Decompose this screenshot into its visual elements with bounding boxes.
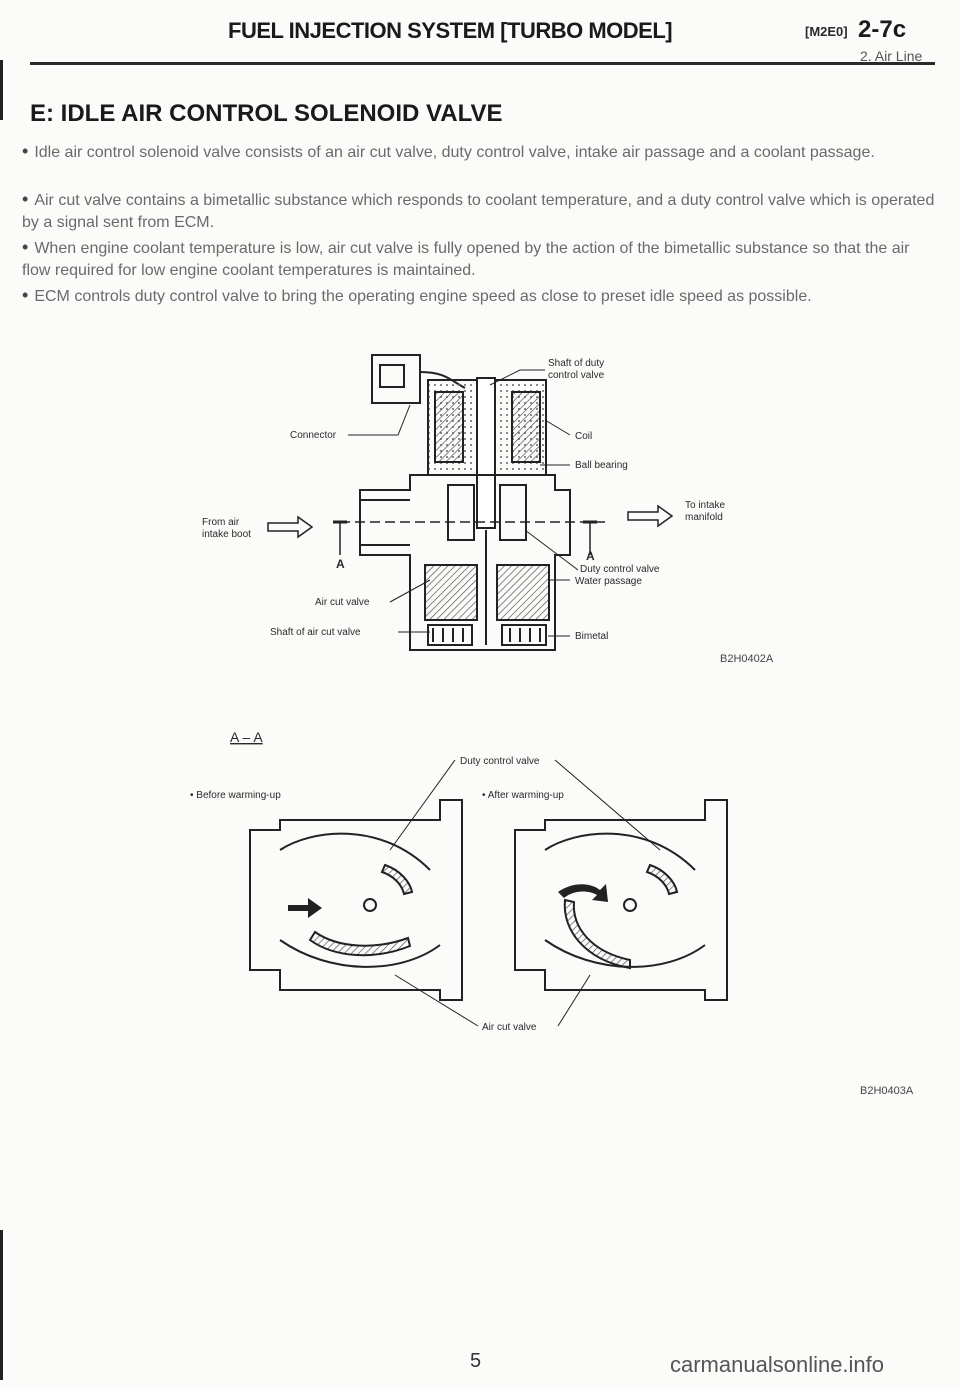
- bullet-text: Air cut valve contains a bimetallic subs…: [22, 192, 935, 231]
- leader-air-cut: [389, 579, 431, 603]
- water-passage-left: [424, 564, 478, 621]
- section-a-a-diagram: A – A • Before warming-up • After warmin…: [190, 729, 728, 1033]
- chamber-bottom: [279, 939, 441, 968]
- connector-pin: [379, 364, 405, 388]
- coil-winding-right: [511, 391, 541, 463]
- duty-valve-arc: [645, 863, 679, 896]
- label-bimetal: Bimetal: [575, 631, 608, 642]
- outflow-arrow-icon: [627, 504, 674, 528]
- leader-duty-right: [554, 759, 661, 851]
- before-warming-label: • Before warming-up: [190, 790, 281, 801]
- label-shaft-duty-1: Shaft of duty: [548, 358, 604, 369]
- bullet-text: Idle air control solenoid valve consists…: [34, 144, 875, 161]
- flow-arrow-icon: [288, 898, 322, 918]
- label-to-intake-1: To intake: [685, 500, 725, 511]
- leader-coil: [544, 419, 571, 436]
- page-reference: 2-7c: [858, 16, 907, 43]
- scan-edge-mark: [0, 1230, 3, 1380]
- connector-housing: [371, 354, 421, 404]
- after-warming-label: • After warming-up: [482, 790, 564, 801]
- bullet-icon: •: [22, 285, 29, 305]
- leader-aircut-right: [557, 974, 591, 1027]
- leader-aircut-left: [394, 974, 479, 1027]
- label-from-air-1: From air: [202, 517, 240, 528]
- scan-edge-mark: [0, 60, 3, 120]
- bullet-paragraph: • ECM controls duty control valve to brin…: [22, 284, 942, 308]
- label-air-cut-valve: Air cut valve: [315, 597, 370, 608]
- duty-control-label: Duty control valve: [460, 756, 540, 767]
- inner-chamber-left: [447, 484, 475, 541]
- duty-valve-arc: [380, 863, 414, 896]
- pivot-circle: [363, 898, 377, 912]
- coil-winding-left: [434, 391, 464, 463]
- bullet-icon: •: [22, 237, 29, 257]
- air-cut-valve-arc: [563, 898, 631, 970]
- bullet-paragraph: •When engine coolant temperature is low,…: [22, 236, 942, 282]
- valve-body-drawing: [359, 354, 571, 651]
- watermark: carmanualsonline.info: [670, 1352, 885, 1377]
- page-header-title: FUEL INJECTION SYSTEM [TURBO MODEL]: [228, 18, 673, 43]
- label-shaft-duty-2: control valve: [548, 370, 605, 381]
- header-rule: [30, 62, 935, 65]
- chamber-top: [544, 832, 696, 871]
- bullet-paragraph: •Air cut valve contains a bimetallic sub…: [22, 188, 942, 234]
- figure-code: B2H0403A: [860, 1085, 914, 1097]
- page-number: 5: [470, 1350, 482, 1372]
- label-duty-control-valve: Duty control valve: [580, 564, 660, 575]
- leader-duty-left: [389, 759, 456, 851]
- intake-tube: [360, 499, 410, 546]
- after-warming-body: [514, 799, 728, 1001]
- label-to-intake-2: manifold: [685, 512, 723, 523]
- bullet-text: When engine coolant temperature is low, …: [22, 240, 910, 279]
- bullet-text: ECM controls duty control valve to bring…: [34, 288, 812, 305]
- body-outline: [249, 799, 463, 1001]
- pivot-circle: [623, 898, 637, 912]
- section-code: [M2E0]: [805, 24, 848, 39]
- valve-body-outline: [359, 474, 571, 651]
- curved-flow-arrow-icon: [558, 884, 608, 902]
- air-cut-valve-arc: [308, 930, 412, 957]
- bimetal-left: [427, 624, 473, 646]
- label-water-passage: Water passage: [575, 576, 642, 587]
- body-outline: [514, 799, 728, 1001]
- label-shaft-air-cut: Shaft of air cut valve: [270, 627, 361, 638]
- label-ball-bearing: Ball bearing: [575, 460, 628, 471]
- leader-lines-section: [389, 759, 661, 1027]
- bimetal-right: [501, 624, 547, 646]
- label-section-a-right: A: [586, 549, 595, 563]
- bullet-paragraph: • Idle air control solenoid valve consist…: [22, 140, 942, 164]
- air-cut-label: Air cut valve: [482, 1022, 537, 1033]
- label-coil: Coil: [575, 431, 592, 442]
- section-line-a-a: [333, 520, 610, 555]
- label-connector: Connector: [290, 430, 337, 441]
- inflow-arrow-icon: [267, 515, 314, 539]
- label-section-a-left: A: [336, 557, 345, 571]
- before-warming-body: [249, 799, 463, 1001]
- water-passage-right: [496, 564, 550, 621]
- bullet-icon: •: [22, 189, 29, 209]
- leader-lines: [348, 369, 579, 637]
- inner-chamber-right: [499, 484, 527, 541]
- valve-cross-section-diagram: Shaft of duty control valve Connector Co…: [202, 354, 725, 651]
- section-label: A – A: [230, 729, 263, 745]
- section-title: E: IDLE AIR CONTROL SOLENOID VALVE: [30, 100, 503, 127]
- chamber-top: [279, 832, 431, 871]
- leader-connector: [348, 404, 411, 436]
- label-from-air-2: intake boot: [202, 529, 251, 540]
- duty-valve-shaft: [476, 377, 496, 529]
- bullet-icon: •: [22, 141, 29, 161]
- figure-code: B2H0402A: [720, 653, 774, 665]
- leader-shaft-duty: [489, 369, 545, 386]
- leader-duty-control: [524, 529, 579, 571]
- header-subtitle: 2. Air Line: [860, 48, 923, 64]
